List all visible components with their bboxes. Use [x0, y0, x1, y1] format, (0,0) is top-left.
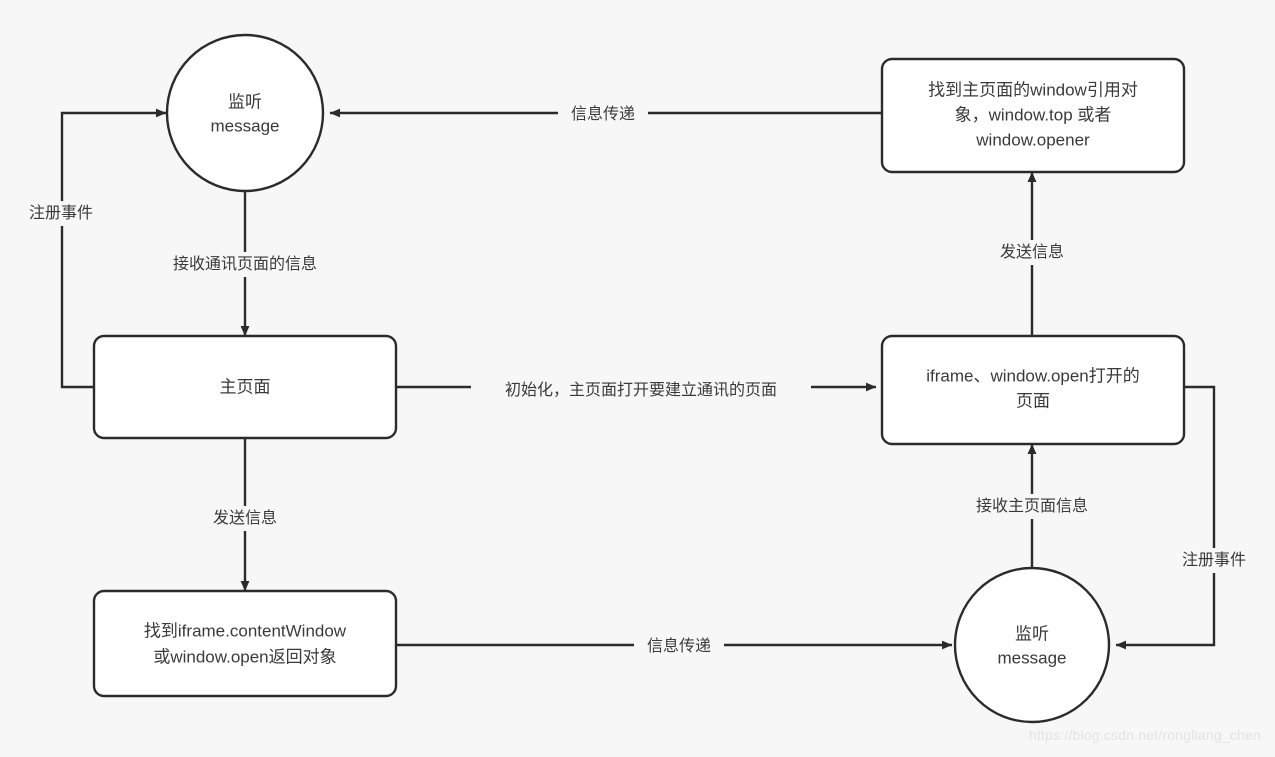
edge-register-event-left — [60, 108, 167, 389]
edge-label-init-open-comm-page: 初始化，主页面打开要建立通讯的页面 — [471, 378, 811, 403]
edge-label-register-event-left: 注册事件 — [15, 201, 107, 226]
edge-label-receive-comm-page-info: 接收通讯页面的信息 — [159, 252, 331, 277]
node-listen-message-bottom[interactable]: 监听 message — [953, 566, 1111, 724]
node-listen-message-top[interactable]: 监听 message — [165, 33, 325, 193]
node-iframe-opened-page[interactable]: iframe、window.open打开的 页面 — [880, 334, 1186, 446]
find-main-window-ref-line3: window.opener — [975, 130, 1090, 149]
svg-text:发送信息: 发送信息 — [213, 509, 277, 527]
svg-text:接收通讯页面的信息: 接收通讯页面的信息 — [173, 255, 317, 273]
listen-message-bottom-line2: message — [998, 648, 1067, 667]
edge-label-message-pass-top: 信息传递 — [558, 102, 648, 127]
edge-label-message-pass-bottom: 信息传递 — [634, 634, 724, 659]
node-find-main-window-ref[interactable]: 找到主页面的window引用对 象，window.top 或者 window.o… — [880, 57, 1186, 174]
listen-message-bottom-circle — [953, 566, 1111, 724]
find-main-window-ref-line2: 象，window.top 或者 — [955, 105, 1112, 124]
iframe-opened-page-line2: 页面 — [1016, 391, 1050, 410]
watermark-url: https://blog.csdn.net/rongliang_chen — [1028, 727, 1261, 743]
svg-text:注册事件: 注册事件 — [29, 204, 93, 222]
edge-label-send-info-left: 发送信息 — [200, 506, 290, 531]
find-content-window-line2: 或window.open返回对象 — [153, 647, 336, 666]
listen-message-top-line1: 监听 — [228, 92, 262, 111]
find-main-window-ref-line1: 找到主页面的window引用对 — [928, 80, 1138, 99]
edge-label-send-info-right: 发送信息 — [987, 240, 1077, 265]
svg-text:信息传递: 信息传递 — [571, 105, 635, 123]
edge-label-receive-main-page-info: 接收主页面信息 — [955, 494, 1110, 519]
svg-text:初始化，主页面打开要建立通讯的页面: 初始化，主页面打开要建立通讯的页面 — [505, 381, 777, 399]
node-find-content-window[interactable]: 找到iframe.contentWindow 或window.open返回对象 — [92, 589, 398, 698]
edge-register-event-right — [1115, 385, 1216, 650]
main-page-box — [92, 334, 398, 440]
find-content-window-box — [92, 589, 398, 698]
iframe-opened-page-line1: iframe、window.open打开的 — [926, 366, 1140, 385]
listen-message-top-circle — [165, 33, 325, 193]
find-content-window-line1: 找到iframe.contentWindow — [144, 621, 347, 640]
node-main-page[interactable]: 主页面 — [92, 334, 398, 440]
svg-text:信息传递: 信息传递 — [647, 637, 711, 655]
svg-text:发送信息: 发送信息 — [1000, 243, 1064, 261]
svg-text:注册事件: 注册事件 — [1182, 551, 1246, 569]
main-page-label: 主页面 — [220, 377, 271, 396]
listen-message-top-line2: message — [211, 116, 280, 135]
edge-label-register-event-right: 注册事件 — [1168, 548, 1260, 573]
listen-message-bottom-line1: 监听 — [1015, 624, 1049, 643]
iframe-opened-page-box — [880, 334, 1186, 446]
find-main-window-ref-box — [880, 57, 1186, 174]
svg-text:接收主页面信息: 接收主页面信息 — [976, 497, 1088, 515]
